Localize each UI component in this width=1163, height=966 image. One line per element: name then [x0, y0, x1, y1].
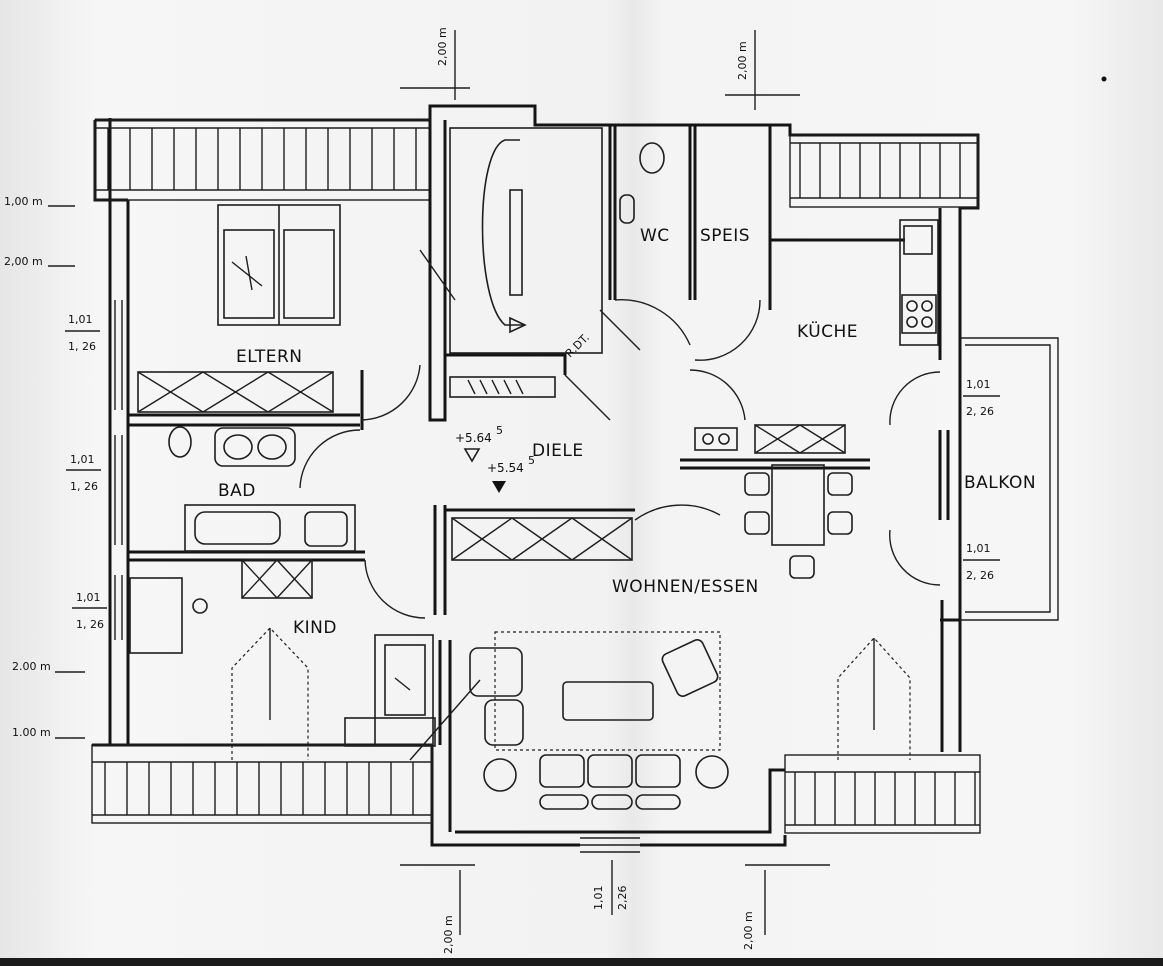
dining-table [744, 464, 853, 579]
living-seating [409, 631, 729, 810]
balcony-bottom-left [91, 744, 433, 824]
dim-left-3: 2.00 m [12, 660, 51, 673]
room-label-eltern: ELTERN [236, 347, 303, 367]
dim-left-4: 1.00 m [12, 726, 51, 739]
room-label-kind: KIND [293, 618, 337, 638]
win-bad-b: 1, 26 [70, 480, 98, 493]
dim-top-2: 2,00 m [736, 41, 749, 80]
dimension-labels: 1,00 m 2,00 m 2.00 m 1.00 m 2,00 m 2,00 … [4, 27, 1000, 954]
win-balkon-b: 2, 26 [966, 569, 994, 582]
room-label-wc: WC [640, 226, 670, 246]
win-kind-a: 1,01 [76, 591, 101, 604]
window-marks-left [114, 300, 640, 853]
interior-walls [128, 120, 960, 832]
label-rdt: R.DT. [563, 331, 592, 360]
win-balkon-a: 1,01 [966, 542, 991, 555]
room-label-bad: BAD [218, 481, 256, 501]
railing-bars-bottom-right [794, 772, 976, 825]
win-bottom-a: 1,01 [592, 886, 605, 911]
dimension-lines [48, 30, 830, 935]
room-label-kueche: KÜCHE [797, 320, 858, 342]
balcony-bottom-right [784, 754, 981, 834]
level-lower: +5.54 [487, 461, 524, 475]
railing-bars-top-right [799, 143, 961, 198]
room-label-wohnen-essen: WOHNEN/ESSEN [612, 577, 759, 597]
window-bay-wohnen [837, 637, 911, 760]
win-bad-a: 1,01 [70, 453, 95, 466]
level-labels: +5.64 5 +5.54 5 [455, 424, 535, 475]
win-eltern-b: 1, 26 [68, 340, 96, 353]
wardrobe-eltern [137, 371, 334, 413]
balcony-top-right [789, 134, 979, 208]
outer-walls [92, 104, 980, 847]
level-markers [463, 448, 506, 493]
double-bed [217, 204, 341, 326]
win-eltern-a: 1,01 [68, 313, 93, 326]
level-lower-sup: 5 [528, 454, 535, 467]
room-label-balkon: BALKON [964, 473, 1036, 493]
win-kind-b: 1, 26 [76, 618, 104, 631]
window-bay-kind [231, 627, 309, 760]
win-kueche-b: 2, 26 [966, 405, 994, 418]
scan-bottom-edge [0, 958, 1163, 966]
dim-left-2: 2,00 m [4, 255, 43, 268]
bathtub-shower [419, 127, 603, 354]
dim-left-1: 1,00 m [4, 195, 43, 208]
sideboard-wohnen [451, 517, 633, 561]
room-label-diele: DIELE [532, 441, 584, 461]
kind-furniture [129, 559, 436, 747]
dim-bottom-2: 2,00 m [742, 911, 755, 950]
door-swings [299, 299, 941, 619]
ink-dot [1101, 76, 1107, 82]
toilet [619, 142, 665, 224]
radiator [449, 376, 556, 398]
kitchen-fixtures [694, 219, 939, 454]
win-bottom-b: 2,26 [616, 886, 629, 911]
dim-bottom-1: 2,00 m [442, 915, 455, 954]
level-upper: +5.64 [455, 431, 492, 445]
win-kueche-a: 1,01 [966, 378, 991, 391]
level-upper-sup: 5 [496, 424, 503, 437]
railing-bars-bottom-left [104, 762, 414, 815]
room-label-speis: SPEIS [700, 226, 750, 246]
balkon-outline [960, 337, 1059, 621]
railing-bars-top-left [107, 128, 417, 190]
dim-top-1: 2,00 m [436, 27, 449, 66]
bathroom-fixtures [168, 426, 356, 552]
